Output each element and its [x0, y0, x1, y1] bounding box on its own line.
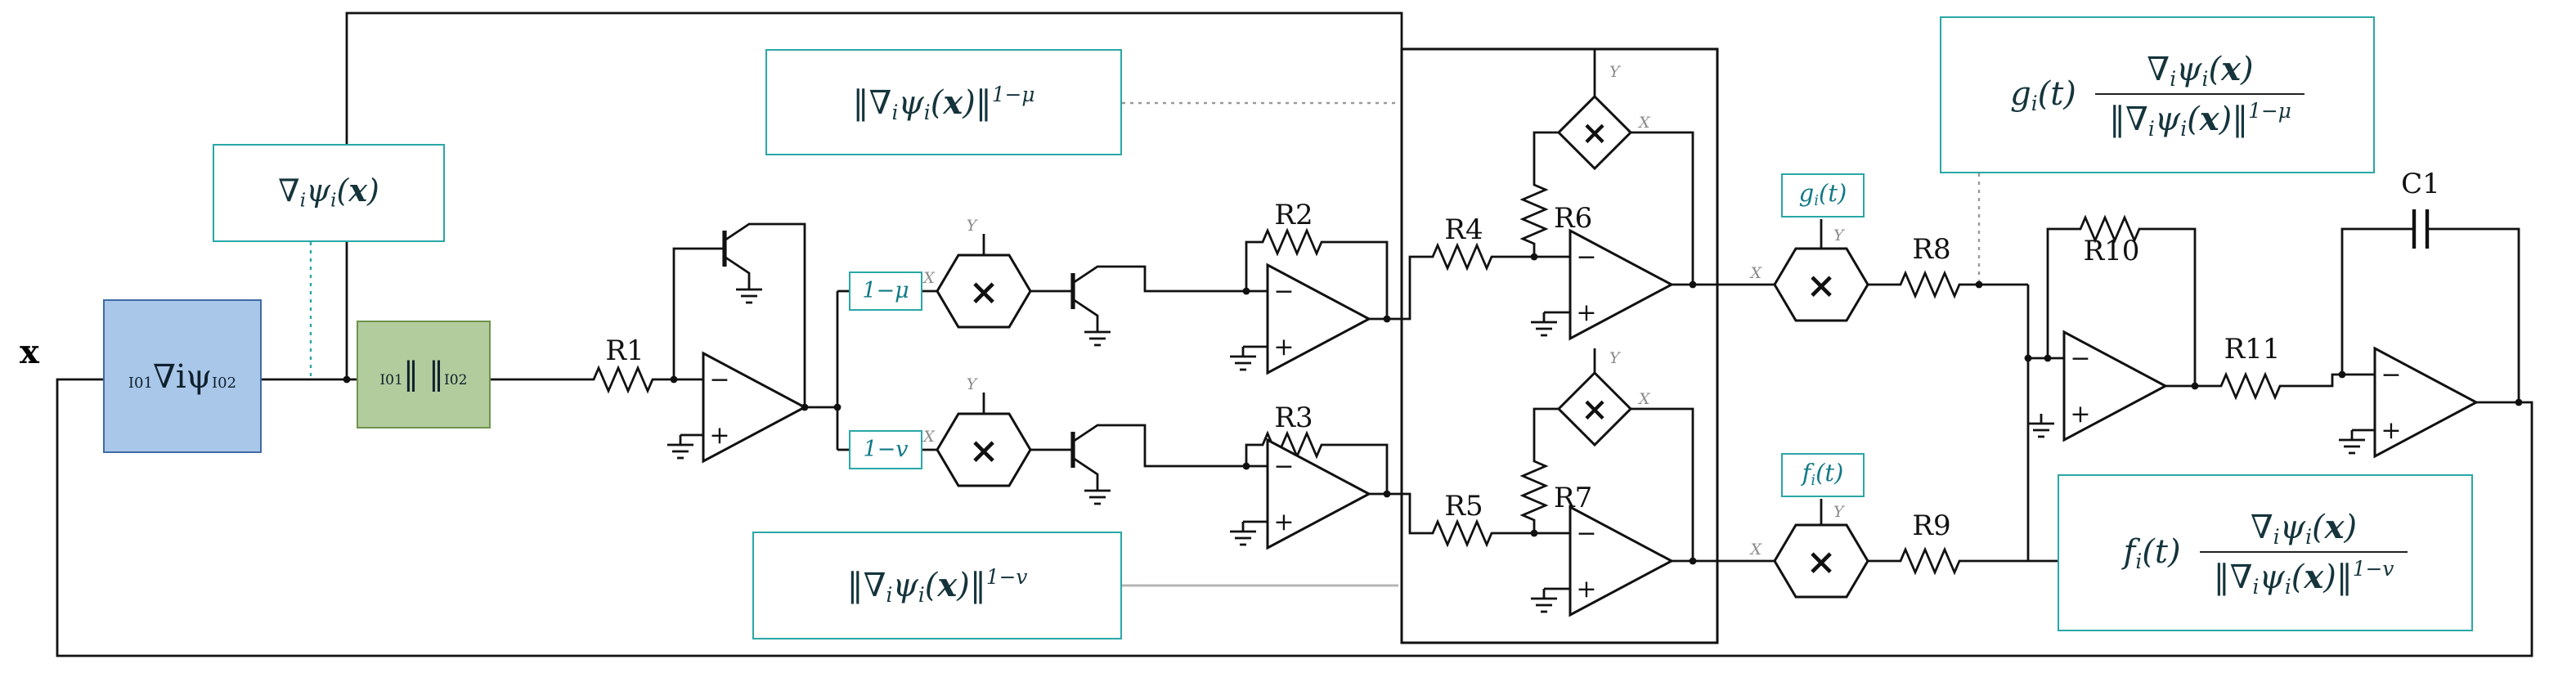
- ground-icon: [1228, 520, 1258, 546]
- gain-mu-box: 1−μ: [849, 271, 922, 311]
- norm-mu-callout: ‖∇iψi(x)‖1−μ: [765, 49, 1122, 155]
- f-formula-fraction: ∇iψi(x) ‖∇iψi(x)‖1−v: [2200, 506, 2408, 599]
- opamp-divider-bottom: [1568, 505, 1673, 617]
- port-label-x: X: [1637, 114, 1651, 132]
- label-r1: R1: [605, 334, 644, 367]
- grad-callout: ∇iψi(x): [213, 144, 445, 242]
- multiplier-v-icon: [936, 412, 1032, 487]
- port-label-y: Y: [967, 217, 979, 235]
- resistor-r4: [1421, 244, 1506, 270]
- ground-icon: [734, 278, 764, 304]
- label-r7: R7: [1554, 482, 1592, 514]
- f-signal-callout: fi(t): [1781, 453, 1865, 497]
- norm-block: I01‖ ‖I02: [357, 321, 491, 428]
- ground-icon: [1083, 479, 1112, 505]
- gradient-block: I01∇iψI02: [103, 299, 262, 453]
- ground-icon: [1228, 345, 1258, 371]
- port-label-x: X: [1748, 264, 1762, 282]
- resistor-r5: [1421, 520, 1506, 546]
- feedback-multiplier-bottom-icon: [1557, 371, 1632, 446]
- ground-icon: [1083, 321, 1112, 347]
- port-label-y: Y: [1609, 63, 1622, 81]
- f-signal-label: fi(t): [1802, 460, 1844, 490]
- g-formula-denominator: ‖∇iψi(x)‖1−μ: [2095, 93, 2304, 141]
- label-r3: R3: [1274, 402, 1313, 434]
- f-formula-numerator: ∇iψi(x): [2250, 506, 2358, 549]
- ground-icon: [2026, 412, 2056, 438]
- ground-icon: [1529, 311, 1559, 337]
- label-r10: R10: [2084, 235, 2140, 267]
- ground-icon: [1529, 587, 1559, 613]
- capacitor-plates: [2412, 209, 2430, 249]
- grad-callout-label: ∇iψi(x): [278, 173, 379, 213]
- label-r5: R5: [1444, 490, 1483, 523]
- label-r4: R4: [1444, 213, 1483, 246]
- g-signal-label: gi(t): [1798, 181, 1847, 210]
- gain-v-box: 1−v: [849, 430, 922, 469]
- opamp-summer: [2062, 330, 2167, 442]
- divider-section-frame: [1400, 47, 1719, 644]
- opamp-antilog-v: [1266, 438, 1371, 550]
- opamp-antilog-mu: [1266, 263, 1371, 375]
- input-x-label: x: [20, 333, 40, 371]
- resistor-r8: [1889, 271, 1974, 298]
- feedback-multiplier-top-icon: [1557, 95, 1632, 170]
- norm-v-callout: ‖∇iψi(x)‖1−v: [752, 532, 1122, 639]
- port-label-y: Y: [1609, 349, 1622, 367]
- port-label-y: Y: [1833, 503, 1846, 521]
- resistor-r6: [1521, 170, 1547, 255]
- opamp-divider-top: [1568, 229, 1673, 340]
- port-label-x: X: [1637, 390, 1651, 408]
- gain-v-label: 1−v: [863, 437, 909, 463]
- port-label-x: X: [922, 269, 936, 287]
- norm-mu-callout-label: ‖∇iψi(x)‖1−μ: [852, 81, 1035, 123]
- g-formula-fraction: ∇iψi(x) ‖∇iψi(x)‖1−μ: [2095, 48, 2304, 141]
- norm-block-label: I01‖ ‖I02: [379, 357, 468, 393]
- port-label-y: Y: [967, 375, 979, 393]
- f-formula-callout: fi(t) ∇iψi(x) ‖∇iψi(x)‖1−v: [2058, 474, 2473, 631]
- port-label-y: Y: [1833, 227, 1846, 245]
- g-formula-callout: gi(t) ∇iψi(x) ‖∇iψi(x)‖1−μ: [1940, 16, 2375, 173]
- ground-icon: [666, 433, 695, 460]
- label-c1: C1: [2401, 168, 2440, 200]
- multiplier-f-icon: [1773, 523, 1869, 599]
- resistor-r11: [2210, 373, 2295, 399]
- transistor-bars: [722, 231, 1075, 468]
- gain-mu-label: 1−μ: [862, 278, 909, 304]
- resistor-r2: [1251, 229, 1336, 255]
- label-r8: R8: [1912, 233, 1950, 266]
- f-formula-denominator: ‖∇iψi(x)‖1−v: [2200, 551, 2408, 599]
- multiplier-g-icon: [1773, 247, 1869, 322]
- multiplier-mu-icon: [936, 254, 1032, 329]
- label-r2: R2: [1274, 199, 1313, 231]
- opamp-log: [702, 352, 806, 463]
- resistor-r7: [1521, 446, 1547, 532]
- opamp-integrator: [2373, 347, 2478, 458]
- norm-v-callout-label: ‖∇iψi(x)‖1−v: [846, 564, 1028, 607]
- g-formula-lead: gi(t): [2010, 74, 2076, 116]
- label-r11: R11: [2224, 333, 2281, 366]
- port-label-x: X: [1748, 541, 1762, 559]
- gradient-block-label: I01∇iψI02: [128, 357, 237, 396]
- g-formula-numerator: ∇iψi(x): [2147, 48, 2254, 91]
- g-signal-callout: gi(t): [1781, 173, 1865, 218]
- port-label-x: X: [922, 428, 936, 446]
- label-r9: R9: [1912, 509, 1950, 542]
- resistor-r9: [1889, 548, 1974, 574]
- f-formula-lead: fi(t): [2123, 532, 2181, 574]
- ground-icon: [2337, 428, 2367, 455]
- label-r6: R6: [1554, 202, 1592, 235]
- junction-dots: [343, 253, 2523, 565]
- resistor-r1: [582, 366, 667, 393]
